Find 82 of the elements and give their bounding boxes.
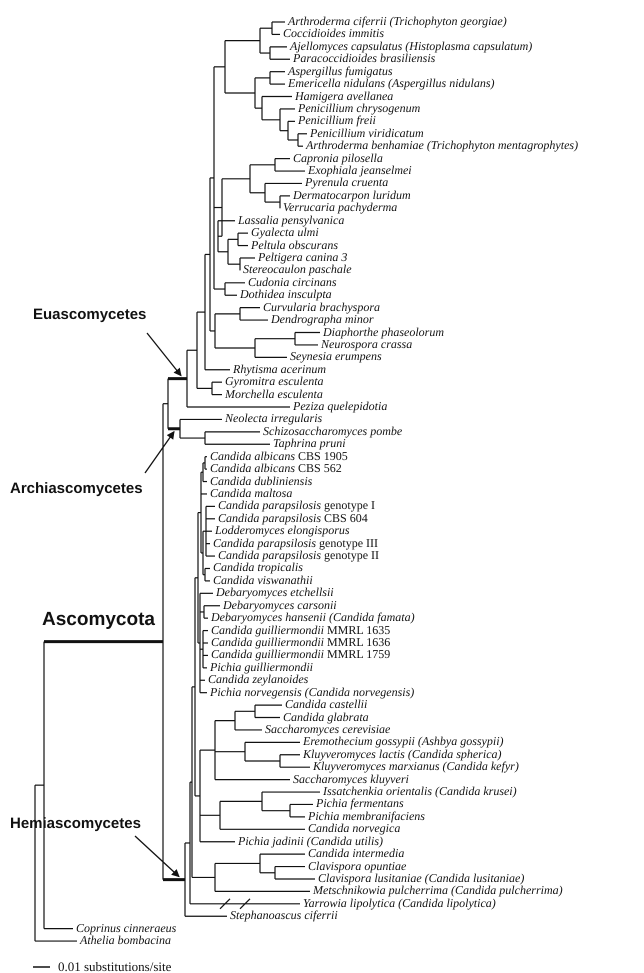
species-label: Dothidea insculpta (240, 288, 332, 302)
species-label: Clavispora lusitaniae (Candida lusitaniae) (318, 872, 524, 885)
species-label: Pichia membranifaciens (308, 810, 425, 823)
species-label: Candida parapsilosis genotype I (218, 499, 376, 512)
species-label: Emericella nidulans (Aspergillus nidulans) (288, 77, 495, 90)
arrow (144, 430, 175, 474)
clade-label: Archiascomycetes (10, 481, 143, 498)
species-label: Pichia fermentans (316, 797, 404, 810)
species-label: Neolecta irregularis (225, 412, 322, 426)
species-label: Peltula obscurans (251, 238, 338, 252)
species-label: Cudonia circinans (248, 276, 337, 289)
scale-label: 0.01 substitutions/site (58, 960, 172, 973)
species-label: Dermatocarpon luridum (293, 188, 411, 202)
species-label: Coprinus cinneraeus (76, 922, 176, 935)
species-label: Neurospora crassa (321, 338, 412, 351)
species-label: Metschnikowia pulcherrima (Candida pulcherrima) (313, 884, 563, 898)
species-label: Candida castellii (285, 698, 368, 712)
species-label: Ajellomyces capsulatus (Histoplasma capsulatum) (290, 40, 532, 53)
species-label: Penicillium freii (298, 114, 376, 128)
species-label: Candida albicans CBS 562 (210, 462, 342, 476)
clade-label: Euascomycetes (33, 307, 146, 324)
species-label: Pichia jadinii (Candida utilis) (238, 834, 383, 848)
species-label: Yarrowia lipolytica (Candida lipolytica) (303, 896, 496, 910)
species-label: Peltigera canina 3 (258, 250, 348, 264)
species-label: Candida guilliermondii MMRL 1759 (211, 648, 390, 662)
clade-label: Ascomycota (42, 610, 155, 631)
species-label: Diaphorthe phaseolorum (323, 326, 444, 338)
species-label: Pichia guilliermondii (210, 660, 313, 674)
species-label: Gyromitra esculenta (225, 375, 324, 388)
species-label: Morchella esculenta (225, 388, 323, 401)
species-label: Curvularia brachyspora (263, 300, 380, 314)
species-label: Eremothecium gossypii (Ashbya gossypii) (303, 735, 504, 748)
species-label: Candida maltosa (210, 486, 292, 500)
species-label: Candida parapsilosis genotype II (218, 549, 380, 562)
species-label: Issatchenkia orientalis (Candida krusei) (323, 785, 517, 798)
species-label: Pyrenula cruenta (305, 176, 388, 190)
species-label: Kluyveromyces marxianus (Candida kefyr) (313, 760, 519, 774)
species-label: Exophiala jeanselmei (308, 164, 412, 178)
species-label: Candida norvegica (308, 822, 400, 836)
species-label: Rhytisma acerinum (233, 362, 326, 376)
species-label: Candida guilliermondii MMRL 1635 (211, 624, 390, 637)
species-label: Candida zeylanoides (208, 673, 308, 686)
species-label: Saccharomyces cerevisiae (265, 722, 390, 736)
species-label: Penicillium chrysogenum (298, 102, 420, 115)
species-label: Debaryomyces etchellsii (216, 586, 334, 600)
species-label: Coccidioides immitis (283, 27, 384, 40)
species-label: Aspergillus fumigatus (288, 64, 393, 78)
species-label: Dendrographa minor (271, 313, 374, 326)
species-label: Candida parapsilosis CBS 604 (218, 512, 368, 525)
species-label: Capronia pilosella (293, 152, 383, 165)
species-label: Hamigera avellanea (295, 90, 394, 103)
species-label: Saccharomyces kluyveri (293, 772, 409, 786)
species-label: Candida tropicalis (213, 561, 303, 574)
species-label: Verrucaria pachyderma (283, 201, 398, 214)
species-label: Stereocaulon paschale (243, 263, 352, 276)
species-label: Debaryomyces hansenii (Candida famata) (211, 611, 415, 624)
species-label: Paracoccidioides brasiliensis (293, 52, 436, 66)
species-label: Schizosaccharomyces pombe (263, 424, 402, 438)
species-label: Candida guilliermondii MMRL 1636 (211, 636, 390, 649)
species-label: Candida parapsilosis genotype III (213, 536, 378, 550)
species-label: Candida glabrata (283, 710, 369, 724)
arrow (134, 836, 180, 878)
species-label: Stephanoascus ciferrii (230, 909, 338, 922)
species-label: Candida albicans CBS 1905 (210, 450, 348, 463)
species-label: Candida viswanathii (213, 574, 313, 587)
species-label: Candida intermedia (308, 847, 404, 860)
species-label: Penicillium viridicatum (310, 126, 424, 140)
species-label: Pichia norvegensis (Candida norvegensis) (210, 686, 414, 699)
species-label: Lodderomyces elongisporus (215, 524, 350, 538)
species-label: Kluyveromyces lactis (Candida spherica) (303, 748, 502, 761)
species-label: Peziza quelepidotia (293, 400, 388, 414)
species-label: Gyalecta ulmi (251, 226, 319, 240)
species-label: Seynesia erumpens (290, 350, 382, 364)
species-label: Taphrina pruni (273, 437, 346, 450)
species-label: Arthroderma benhamiae (Trichophyton mentagrophytes) (306, 139, 578, 152)
species-label: Debaryomyces carsonii (223, 598, 337, 612)
species-label: Lassalia pensylvanica (238, 214, 344, 227)
species-label: Arthroderma ciferrii (Trichophyton georgiae) (288, 15, 507, 28)
arrow (146, 332, 182, 376)
species-label: Candida dubliniensis (210, 474, 312, 488)
species-label: Athelia bombacina (80, 934, 171, 948)
species-label: Clavispora opuntiae (308, 860, 406, 873)
